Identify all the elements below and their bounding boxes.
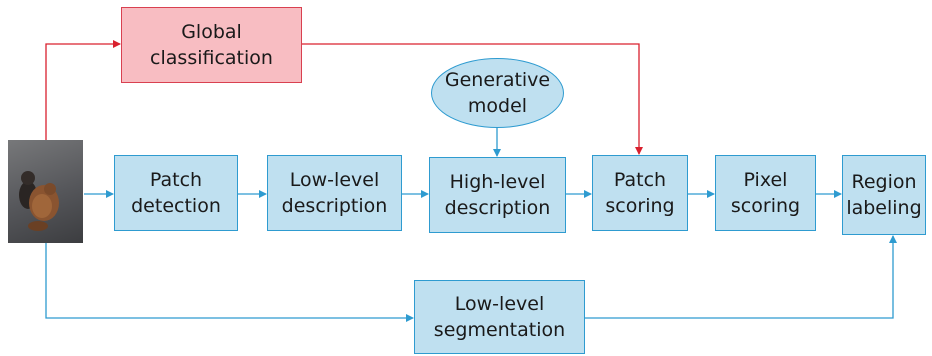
low-level-segmentation-box: Low-level segmentation bbox=[414, 280, 585, 354]
arrow-global-classification-to-patch-scoring bbox=[302, 43, 643, 155]
low-level-segmentation-label: Low-level segmentation bbox=[433, 293, 566, 341]
pixel-scoring-label: Pixel scoring bbox=[730, 169, 801, 217]
generative-model-label: Generative model bbox=[444, 69, 551, 117]
region-labeling-label: Region labeling bbox=[846, 171, 922, 219]
arrow-low-level-segmentation-to-region-labeling bbox=[585, 235, 897, 319]
region-labeling-box: Region labeling bbox=[842, 155, 926, 235]
patch-scoring-label: Patch scoring bbox=[605, 169, 675, 217]
arrow-image-to-global-classification bbox=[45, 40, 121, 140]
patch-detection-label: Patch detection bbox=[131, 169, 221, 217]
low-level-description-label: Low-level description bbox=[281, 169, 388, 217]
pixel-scoring-box: Pixel scoring bbox=[715, 155, 816, 231]
high-level-description-label: High-level description bbox=[444, 171, 551, 219]
patch-detection-box: Patch detection bbox=[114, 155, 238, 231]
patch-scoring-box: Patch scoring bbox=[592, 155, 688, 231]
generative-model-ellipse: Generative model bbox=[431, 58, 564, 128]
arrow-image-to-low-level-segmentation bbox=[45, 243, 414, 322]
cat-and-teddy-photo bbox=[19, 171, 59, 231]
input-image bbox=[8, 140, 83, 243]
global-classification-label: Global classification bbox=[150, 21, 273, 69]
high-level-description-box: High-level description bbox=[429, 157, 566, 233]
low-level-description-box: Low-level description bbox=[267, 155, 402, 231]
global-classification-box: Global classification bbox=[121, 7, 302, 83]
